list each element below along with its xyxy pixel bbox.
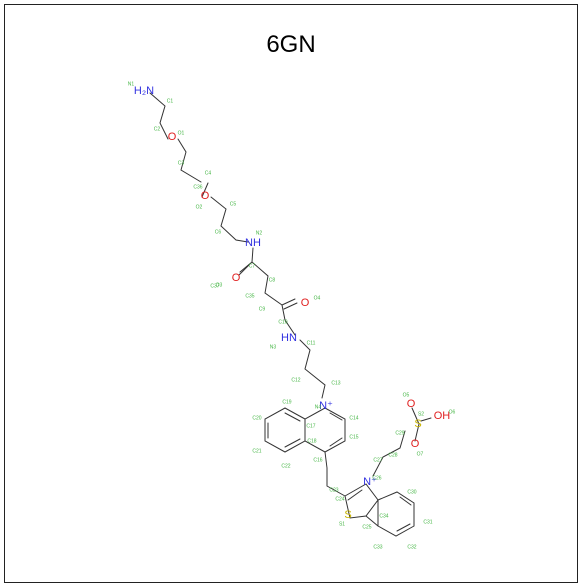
amide-nitrogen-2: HN	[281, 332, 297, 344]
atom-label: C28	[388, 452, 397, 458]
atom-label: C33	[373, 544, 382, 550]
atom-label: C37	[210, 283, 219, 289]
atom-label: C8	[269, 277, 276, 283]
sulfonate-hydroxyl: OH	[434, 410, 451, 422]
atom-label: C14	[349, 415, 358, 421]
atom-label: C1	[167, 98, 174, 104]
atom-label: C5	[230, 201, 237, 207]
atom-label: C20	[252, 415, 261, 421]
atom-index-labels: N1 C1 C2 O1 C3 C4 O2 C5 C6 N2 C7 O3 C8 C…	[128, 81, 456, 550]
amide-nitrogen-1: NH	[245, 237, 261, 249]
atom-label: O6	[449, 409, 456, 415]
atom-label: C25	[362, 524, 371, 530]
atom-label: C13	[331, 380, 340, 386]
atom-label: C3	[178, 160, 185, 166]
atom-label: N3	[270, 344, 277, 350]
amine-atom: H₂N	[134, 85, 154, 97]
ether-oxygen-2: O	[201, 190, 210, 202]
atom-label: C29	[395, 430, 404, 436]
atom-label: C11	[307, 340, 316, 346]
viewer-frame: 6GN	[4, 4, 578, 583]
atom-label: S1	[339, 521, 345, 527]
atom-label: C19	[282, 399, 291, 405]
benzothiazolium-nitrogen: N⁺	[363, 476, 377, 488]
atom-label: C22	[281, 463, 290, 469]
atom-label: S2	[418, 411, 424, 417]
quinolinium-nitrogen: N⁺	[319, 400, 333, 412]
ether-oxygen-1: O	[168, 131, 177, 143]
atom-label: O1	[178, 130, 185, 136]
carbonyl-oxygen-2: O	[301, 297, 310, 309]
atom-label: C10	[278, 319, 287, 325]
atom-label: N1	[128, 81, 135, 87]
atom-label: C27	[373, 457, 382, 463]
atom-label: C15	[349, 434, 358, 440]
atom-label: C12	[291, 377, 300, 383]
sulfonate-oxygen-2: O	[411, 438, 420, 450]
atom-label: C16	[313, 457, 322, 463]
atom-label: O3	[216, 282, 223, 288]
atom-label: C4	[205, 170, 212, 176]
atom-label: C23	[329, 487, 338, 493]
atom-label: C26	[372, 475, 381, 481]
carbonyl-oxygen-1: O	[232, 272, 241, 284]
sulfonate-oxygen-1: O	[407, 398, 416, 410]
atom-label: C32	[407, 544, 416, 550]
atom-label: C17	[306, 423, 315, 429]
thiazole-sulfur: S	[344, 509, 351, 521]
atom-label: C18	[307, 438, 316, 444]
atom-label: C36	[193, 184, 202, 190]
molecule-title: 6GN	[266, 31, 316, 58]
atom-label: C30	[407, 489, 416, 495]
atom-label: O5	[403, 392, 410, 398]
atom-label: C7	[249, 263, 256, 269]
atom-label: N2	[256, 230, 263, 236]
bond-lines	[149, 92, 432, 537]
atom-label: C34	[379, 513, 388, 519]
atom-label: C21	[252, 448, 261, 454]
atom-label: C31	[423, 519, 432, 525]
atom-label: N4	[315, 404, 322, 410]
atom-label: C24	[335, 496, 344, 502]
atom-label: C6	[215, 229, 222, 235]
atom-label: C35	[245, 293, 254, 299]
sulfonate-sulfur: S	[414, 418, 421, 430]
heteroatoms: H₂N O O NH O O HN N⁺ N⁺ S S O O OH	[134, 85, 450, 521]
atom-label: C9	[259, 306, 266, 312]
atom-label: C2	[154, 126, 161, 132]
atom-label: O2	[196, 204, 203, 210]
atom-label: O7	[417, 451, 424, 457]
atom-label: O4	[314, 295, 321, 301]
